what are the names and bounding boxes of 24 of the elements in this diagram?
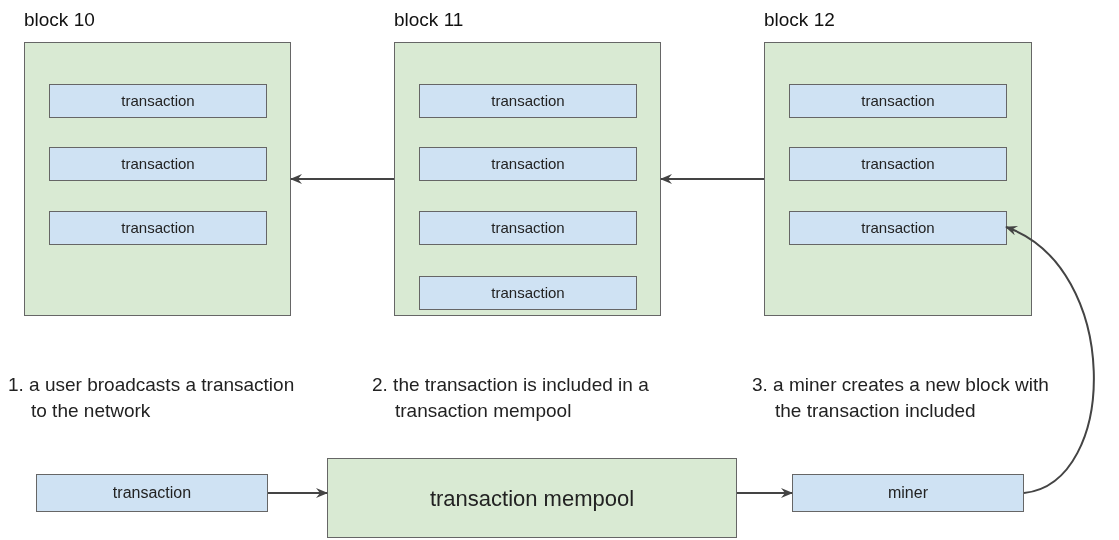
transaction-box: transaction: [49, 211, 267, 245]
arrow: [1005, 226, 1095, 494]
transaction-box: transaction: [419, 276, 637, 310]
arrow: [736, 488, 793, 498]
transaction-box: transaction: [789, 84, 1007, 118]
arrow: [290, 174, 395, 184]
transaction-box: transaction: [419, 211, 637, 245]
step-note: 2. the transaction is included in a transaction mempool: [372, 373, 650, 423]
block-heading: block 11: [394, 8, 464, 32]
process-box: transaction: [36, 474, 268, 512]
transaction-box: transaction: [419, 84, 637, 118]
step-note: 3. a miner creates a new block with the transaction included: [752, 373, 1050, 423]
arrow: [267, 488, 328, 498]
transaction-box: transaction: [419, 147, 637, 181]
step-note: 1. a user broadcasts a transaction to the network: [8, 373, 296, 423]
block-heading: block 12: [764, 8, 835, 32]
block-heading: block 10: [24, 8, 95, 32]
mempool-box: transaction mempool: [327, 458, 737, 538]
arrow: [660, 174, 765, 184]
transaction-box: transaction: [789, 211, 1007, 245]
process-box: miner: [792, 474, 1024, 512]
transaction-box: transaction: [789, 147, 1007, 181]
transaction-box: transaction: [49, 147, 267, 181]
transaction-box: transaction: [49, 84, 267, 118]
